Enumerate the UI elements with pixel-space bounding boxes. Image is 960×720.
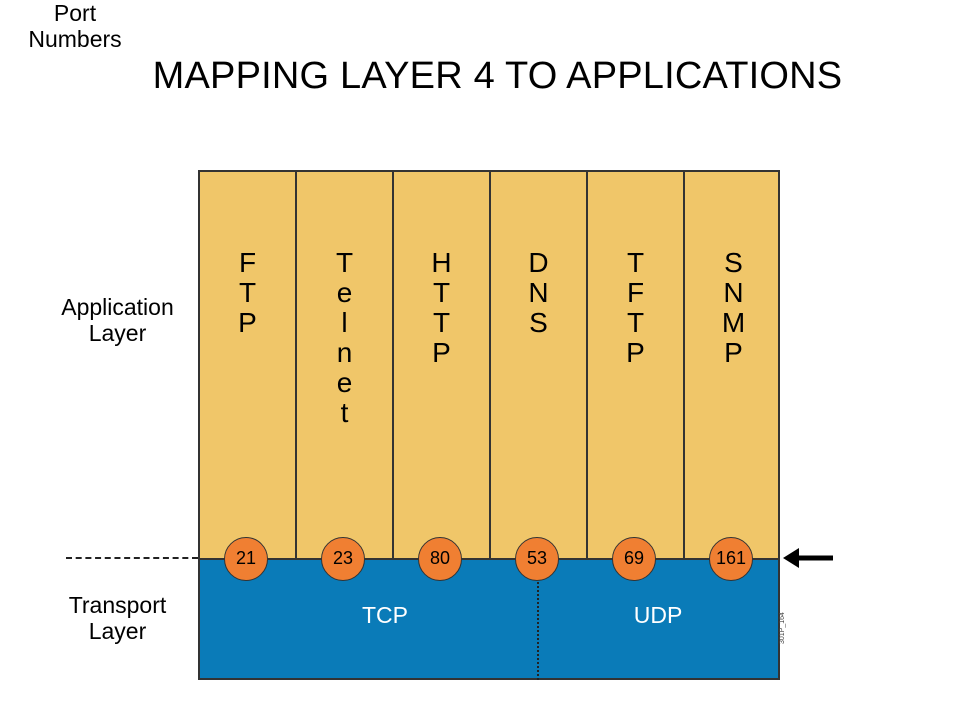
port-numbers-label-line2: Numbers	[28, 26, 122, 52]
tcp-label: TCP	[362, 602, 408, 628]
application-layer-label-line2: Layer	[88, 320, 147, 346]
port-circle-tftp: 69	[612, 537, 656, 581]
application-layer-label-line1: Application	[61, 294, 174, 320]
port-circle-dns: 53	[515, 537, 559, 581]
port-circle-telnet: 23	[321, 537, 365, 581]
app-letter: P	[432, 337, 451, 368]
app-letter: H	[431, 247, 452, 278]
app-letter: D	[528, 247, 549, 278]
app-letter: n	[336, 337, 353, 368]
app-letter: M	[721, 307, 746, 338]
app-letter: e	[336, 367, 353, 398]
app-letter: N	[723, 277, 744, 308]
app-letter: S	[529, 307, 548, 338]
app-letter: T	[238, 277, 257, 308]
app-letter: T	[626, 247, 645, 278]
tcp-udp-divider	[537, 582, 539, 680]
port-numbers-label: Port Numbers	[0, 0, 150, 52]
figure-id: 301P_164	[779, 612, 786, 644]
transport-layer-label-line1: Transport	[68, 592, 167, 618]
app-letter: T	[432, 277, 451, 308]
app-letter: e	[336, 277, 353, 308]
udp-label: UDP	[633, 602, 683, 628]
app-letter: T	[432, 307, 451, 338]
transport-layer-label: Transport Layer	[40, 592, 195, 644]
app-letter: l	[341, 307, 348, 338]
layer-boundary-dashed-line	[66, 557, 198, 559]
app-letter: T	[335, 247, 354, 278]
port-circle-ftp: 21	[224, 537, 268, 581]
port-numbers-label-line1: Port	[53, 0, 97, 26]
app-letter: t	[340, 397, 349, 428]
app-letter: N	[528, 277, 549, 308]
left-arrow-icon	[783, 548, 833, 568]
app-letter: F	[626, 277, 645, 308]
transport-layer-area	[198, 560, 780, 680]
app-letter: P	[724, 337, 743, 368]
app-letter: P	[238, 307, 257, 338]
transport-layer-label-line2: Layer	[88, 618, 147, 644]
port-circle-http: 80	[418, 537, 462, 581]
app-letter: S	[724, 247, 743, 278]
app-letter: T	[626, 307, 645, 338]
page-title: MAPPING LAYER 4 TO APPLICATIONS	[152, 55, 843, 97]
app-letter: P	[626, 337, 645, 368]
app-letter: F	[238, 247, 257, 278]
application-layer-label: Application Layer	[40, 294, 195, 346]
port-circle-snmp: 161	[709, 537, 753, 581]
